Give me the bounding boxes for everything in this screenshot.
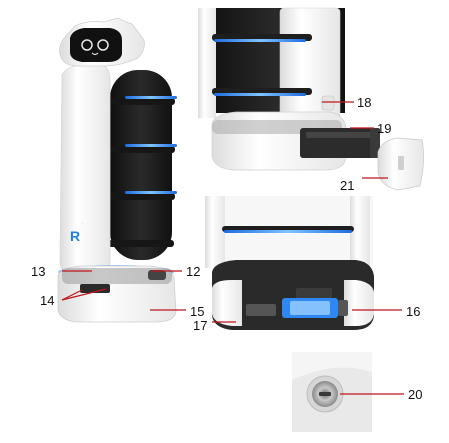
callout-17: 17 [193, 318, 207, 333]
watermarks: · [78, 220, 87, 227]
callout-18: 18 [357, 95, 371, 110]
chassis-tray-glow [224, 230, 352, 233]
motor-left [246, 304, 276, 316]
port-18 [321, 95, 335, 111]
callout-13: 13 [31, 264, 45, 279]
board-core [290, 301, 330, 315]
motor-right [338, 300, 348, 316]
chassis-right-rail [350, 196, 370, 268]
mouth-icon [91, 52, 99, 56]
lock-panel-highlight [292, 352, 372, 380]
tray-1-glow [125, 96, 177, 99]
callout-12: 12 [186, 264, 200, 279]
tray-column [110, 70, 172, 260]
key-slot [319, 392, 331, 396]
callout-21: 21 [340, 178, 354, 193]
base-sensor-window [80, 284, 110, 293]
panel-battery-detail [198, 7, 424, 191]
brand-mark: R [70, 228, 80, 244]
tray-3-glow [125, 191, 177, 194]
watermark-1: · [78, 220, 87, 227]
tray-2 [105, 146, 175, 153]
battery-pack [300, 128, 380, 158]
tray-3 [105, 193, 175, 200]
tray-4 [108, 240, 174, 247]
callout-14: 14 [40, 293, 54, 308]
tray-detail-1-glow [214, 39, 306, 42]
chassis-left-cover [212, 280, 242, 326]
callout-20: 20 [408, 387, 422, 402]
panel-chassis-detail [205, 196, 374, 330]
base-side-sensor [148, 270, 166, 280]
panel-key-lock [292, 352, 372, 432]
face-screen [70, 28, 122, 62]
battery-top-ridge [306, 132, 374, 138]
callout-19: 19 [377, 121, 391, 136]
brand-logo: R [70, 228, 80, 244]
tray-2-glow [125, 144, 177, 147]
chassis-right-cover [344, 280, 374, 326]
leader-14-a [61, 289, 83, 301]
main-robot: R [57, 17, 177, 323]
body-column [59, 63, 111, 273]
callout-16: 16 [406, 304, 420, 319]
chassis-left-rail [205, 196, 225, 268]
callout-labels: 13 12 14 15 17 16 18 19 21 20 [31, 95, 422, 402]
board-connector [296, 288, 332, 298]
base-sensor-band [62, 268, 172, 284]
left-eye-icon [81, 39, 93, 51]
tray-1 [105, 98, 175, 105]
internal-board-16 [282, 288, 338, 318]
callout-15: 15 [190, 304, 204, 319]
tray-detail-2-glow [214, 93, 306, 96]
battery-cover-latch [398, 156, 404, 170]
leader-lines [61, 101, 404, 395]
battery-handle [370, 128, 380, 158]
trays [105, 96, 177, 247]
right-eye-icon [97, 39, 109, 51]
leader-14-b [61, 288, 107, 301]
left-rail-detail [198, 8, 216, 118]
